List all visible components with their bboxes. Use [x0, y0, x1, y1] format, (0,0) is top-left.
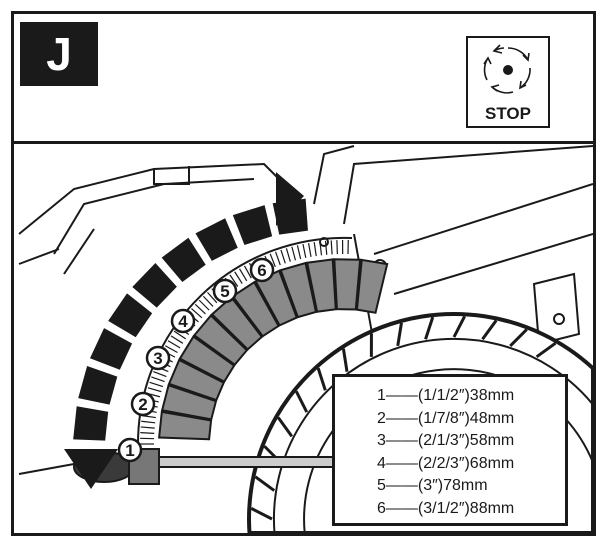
marker-number: 1 — [125, 441, 134, 460]
position-marker-3: 3 — [145, 345, 171, 371]
arrow-segment — [132, 263, 177, 308]
notch-block — [178, 335, 236, 383]
tick-mark — [170, 335, 184, 344]
tick-mark — [202, 295, 214, 307]
tick-mark — [324, 240, 328, 255]
notch-block — [192, 314, 249, 367]
marker-number: 2 — [138, 395, 147, 414]
arrow-head-right — [276, 172, 304, 226]
tick-mark — [194, 303, 206, 315]
notch-block — [254, 269, 298, 327]
tick-mark — [207, 291, 218, 304]
tread — [276, 416, 294, 438]
legend-item: 6——(3/1/2″)88mm — [377, 499, 515, 517]
tick-mark — [319, 241, 323, 256]
rotating-blade-stop-icon — [483, 44, 531, 94]
position-marker-5: 5 — [212, 278, 238, 304]
tick-mark — [291, 246, 297, 261]
stop-warning-box: STOP — [466, 36, 550, 128]
tread — [396, 322, 403, 347]
tread — [341, 348, 349, 372]
tick-mark — [296, 245, 302, 260]
tick-mark — [141, 420, 156, 424]
legend-item: 5——(3″)78mm — [377, 477, 488, 494]
step-label: J — [20, 22, 98, 86]
notch-block — [279, 261, 318, 319]
marker-number: 4 — [178, 312, 188, 331]
cutting-height-legend: 1——(1/1/2″)38mm 2——(1/7/8″)48mm 3——(2/1/… — [332, 374, 568, 526]
legend-item: 4——(2/2/3″)68mm — [377, 454, 515, 472]
notch-block — [160, 384, 218, 421]
tick-mark — [234, 271, 243, 284]
tread — [509, 328, 528, 347]
arrow-segment — [195, 218, 238, 261]
tick-mark — [313, 242, 317, 257]
tick-mark — [330, 240, 333, 255]
stop-label: STOP — [485, 104, 531, 123]
tick-mark — [147, 387, 162, 393]
tick-mark — [239, 268, 248, 282]
legend-item: 3——(2/1/3″)58mm — [377, 432, 515, 449]
arrow-head-down — [64, 449, 118, 489]
tick-mark — [229, 274, 239, 287]
tick-mark — [151, 376, 165, 383]
tick-mark — [149, 381, 164, 388]
marker-number: 6 — [257, 261, 266, 280]
legend-item: 1——(1/1/2″)38mm — [377, 387, 515, 404]
tread — [254, 475, 276, 492]
tick-mark — [140, 426, 155, 429]
tick-mark — [243, 265, 252, 279]
marker-number: 3 — [153, 349, 162, 368]
tread — [452, 315, 466, 338]
notch-block — [167, 358, 225, 402]
adjust-direction-arrow — [64, 172, 308, 489]
tick-mark — [153, 370, 167, 378]
tick-mark — [173, 330, 187, 340]
tick-mark — [307, 242, 312, 257]
tick-mark — [302, 244, 307, 259]
notch-block — [158, 410, 213, 441]
tick-mark — [140, 432, 155, 434]
arrow-segment — [73, 406, 109, 441]
position-marker-6: 6 — [249, 257, 275, 283]
tick-mark — [164, 345, 178, 353]
arrow-segment — [108, 293, 153, 338]
arrow-segment — [232, 205, 273, 245]
tread — [481, 319, 498, 341]
tick-mark — [280, 249, 286, 264]
tread — [535, 341, 557, 359]
position-marker-2: 2 — [130, 391, 156, 417]
legend-item: 2——(1/7/8″)48mm — [377, 409, 515, 427]
tick-mark — [167, 340, 181, 349]
notch-block — [333, 258, 362, 311]
tick-mark — [198, 299, 210, 311]
tick-mark — [191, 308, 203, 319]
arrow-segment — [78, 366, 118, 405]
tick-mark — [285, 248, 291, 262]
notch-block — [305, 258, 337, 313]
tick-mark — [269, 253, 276, 268]
notch-block — [355, 258, 389, 314]
position-marker-1: 1 — [117, 437, 143, 463]
tick-mark — [275, 251, 281, 266]
arrow-segment — [89, 328, 133, 370]
position-marker-4: 4 — [170, 308, 196, 334]
instruction-panel: J STOP — [11, 11, 596, 536]
tread — [294, 390, 309, 413]
height-notches — [158, 258, 389, 441]
tread — [316, 367, 327, 391]
tread — [250, 507, 273, 521]
marker-number: 5 — [220, 282, 229, 301]
arrow-segment — [161, 237, 206, 282]
panel-header: J STOP — [14, 14, 593, 144]
notch-block — [231, 280, 280, 338]
tread — [424, 316, 435, 340]
